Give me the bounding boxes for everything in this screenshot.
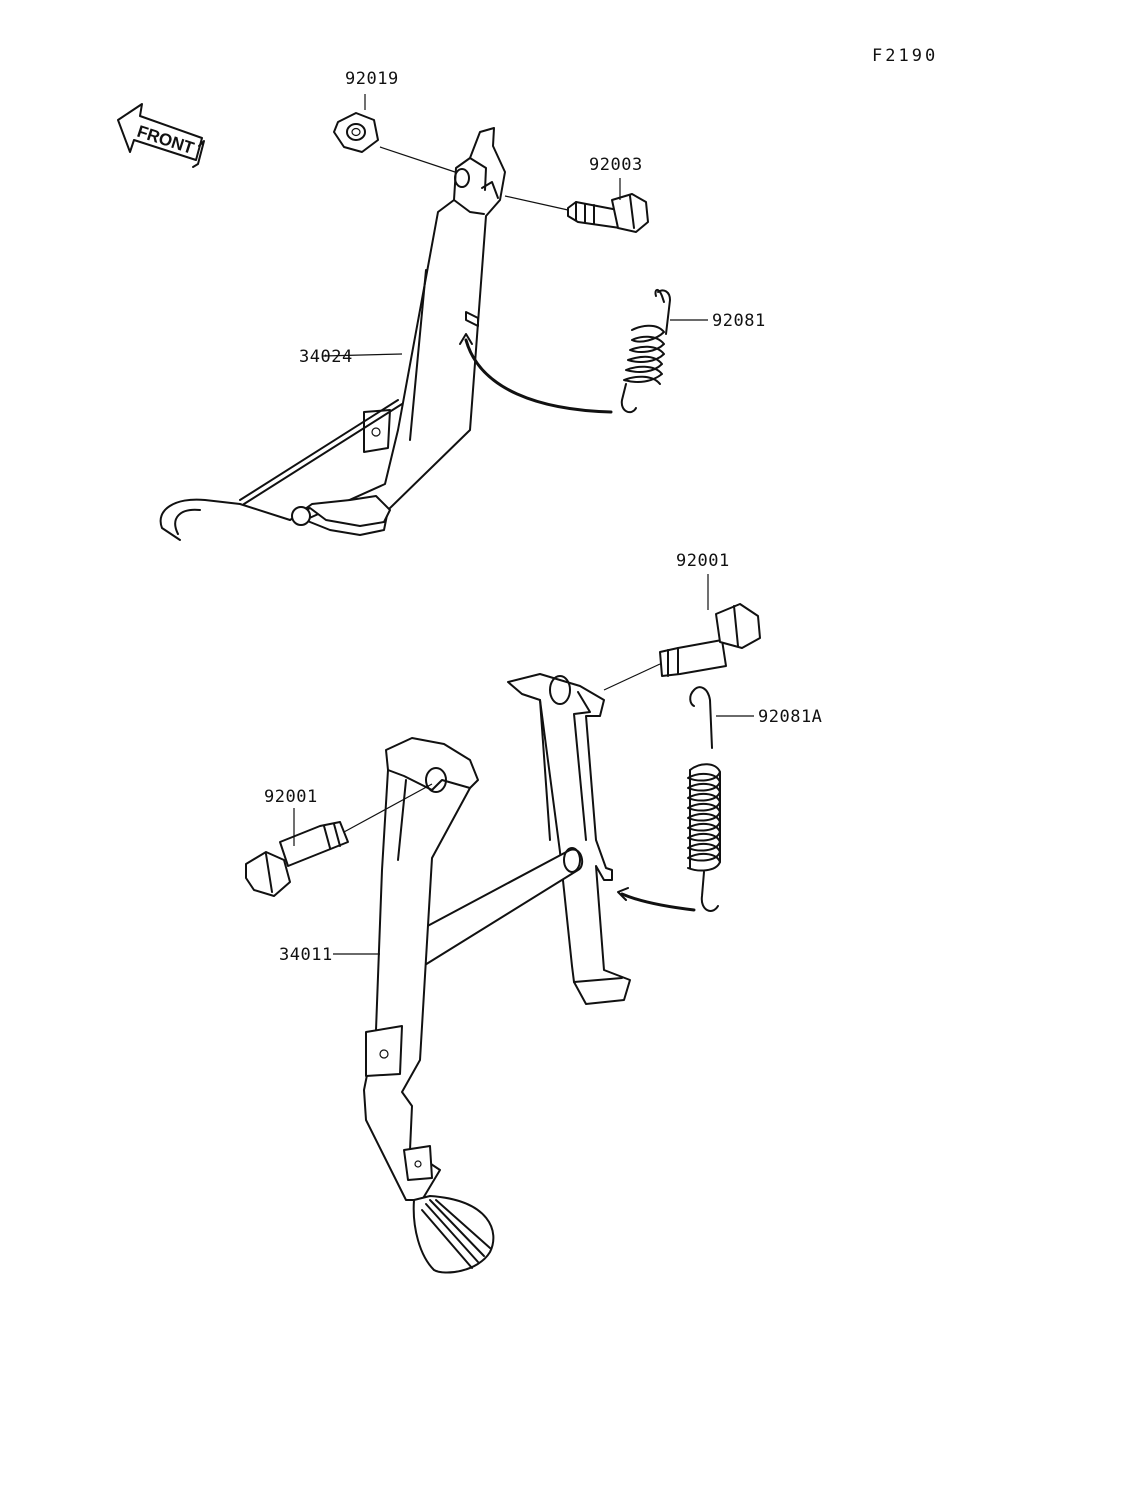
label-34024: 34024 [299, 347, 353, 367]
label-92081a: 92081A [758, 707, 822, 727]
leader-34024 [322, 353, 403, 357]
side-stand-34024 [159, 127, 506, 541]
label-92019: 92019 [345, 69, 399, 89]
bolt-92001-right [659, 603, 761, 677]
arrowhead-92081a [617, 887, 629, 901]
bolt-92003 [567, 193, 649, 233]
label-92001-right: 92001 [676, 551, 730, 571]
label-34011: 34011 [279, 945, 333, 965]
label-92081: 92081 [712, 311, 766, 331]
assembly-line-bolt-92001-left [343, 783, 433, 833]
center-stand-34011 [363, 673, 631, 1274]
assembly-line-nut [379, 146, 459, 174]
diagram-reference-code: F2190 [872, 46, 938, 66]
assembly-line-bolt-92003 [504, 195, 569, 211]
spring-92081a [687, 686, 721, 912]
front-direction-arrow: FRONT [117, 103, 205, 168]
label-92003: 92003 [589, 155, 643, 175]
bolt-92001-left [245, 821, 349, 897]
assembly-line-bolt-92001-right [603, 663, 661, 691]
spring-hook-arrow-92081 [464, 338, 613, 414]
spring-hook-arrow-92081a [620, 892, 696, 912]
nut-92019 [333, 112, 379, 153]
label-92001-left: 92001 [264, 787, 318, 807]
arrowhead-92081 [459, 333, 473, 345]
spring-92081 [620, 289, 671, 414]
